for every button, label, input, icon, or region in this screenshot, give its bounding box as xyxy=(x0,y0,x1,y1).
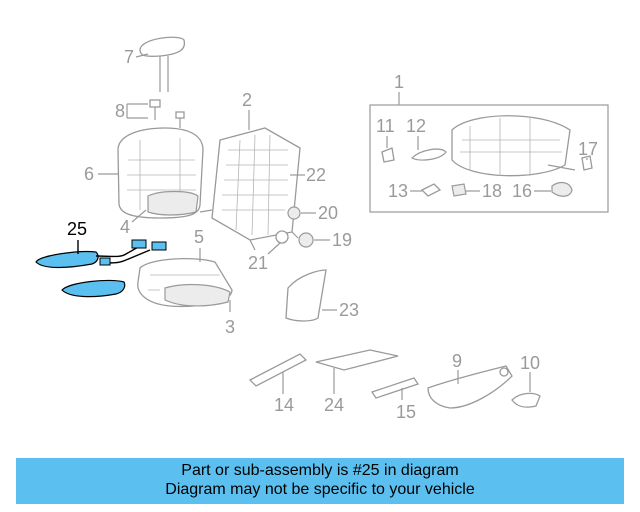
callout-12: 12 xyxy=(406,116,426,136)
callout-20: 20 xyxy=(318,203,338,223)
callout-18: 18 xyxy=(482,181,502,201)
bolts-part xyxy=(149,99,185,128)
callout-14: 14 xyxy=(274,395,294,415)
part-20 xyxy=(287,206,301,220)
callout-17: 17 xyxy=(578,139,598,159)
callout-24: 24 xyxy=(324,395,344,415)
callout-5: 5 xyxy=(194,227,204,247)
assembly-box-1 xyxy=(369,92,609,213)
callout-4: 4 xyxy=(120,217,130,237)
callout-15: 15 xyxy=(396,402,416,422)
cushion-part xyxy=(137,258,233,308)
callout-13: 13 xyxy=(388,181,408,201)
callout-9: 9 xyxy=(452,351,462,371)
callout-10: 10 xyxy=(520,353,540,373)
seatback-cover-part xyxy=(117,127,204,219)
callout-23: 23 xyxy=(339,300,359,320)
callout-3: 3 xyxy=(225,317,235,337)
part-23 xyxy=(285,269,327,322)
part-14 xyxy=(248,353,308,387)
callout-21: 21 xyxy=(248,253,268,273)
callout-7: 7 xyxy=(124,47,134,67)
callout-8: 8 xyxy=(115,101,125,121)
part-9 xyxy=(427,365,513,409)
callout-6: 6 xyxy=(84,164,94,184)
banner-line-2: Diagram may not be specific to your vehi… xyxy=(165,481,475,498)
info-banner: Part or sub-assembly is #25 in diagram D… xyxy=(16,458,624,504)
banner-line-1: Part or sub-assembly is #25 in diagram xyxy=(181,462,459,479)
headrest-part xyxy=(139,36,186,92)
callout-2: 2 xyxy=(242,90,252,110)
callout-11: 11 xyxy=(376,116,395,136)
part-15 xyxy=(370,377,420,399)
part-21 xyxy=(275,230,289,244)
callout-1: 1 xyxy=(394,72,404,92)
seatback-frame-part xyxy=(199,127,301,251)
part-19 xyxy=(298,232,314,248)
part-10 xyxy=(511,392,541,408)
part-24 xyxy=(315,349,399,371)
callout-25: 25 xyxy=(67,219,87,239)
callout-19: 19 xyxy=(332,230,352,250)
heater-element-part-25 xyxy=(35,239,167,298)
callout-16: 16 xyxy=(512,181,532,201)
callout-22: 22 xyxy=(306,165,326,185)
